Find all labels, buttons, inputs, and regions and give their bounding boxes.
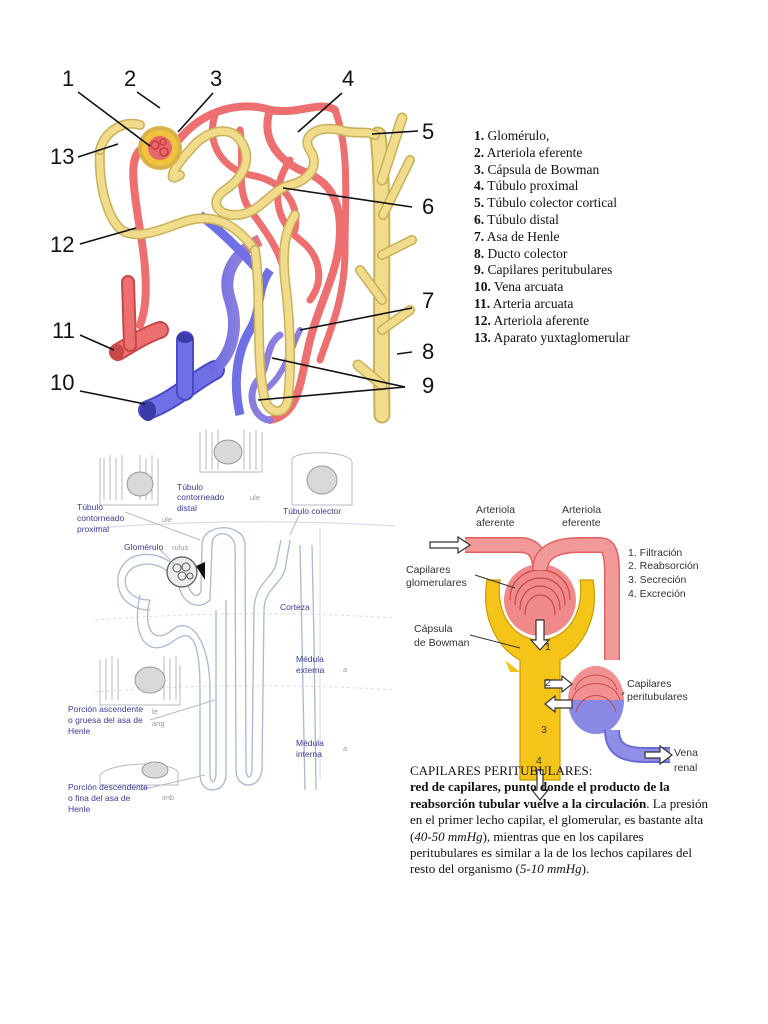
faded-label: imb	[162, 793, 174, 802]
num-11: 11	[52, 318, 75, 343]
process-arrows	[429, 535, 673, 801]
legend-item: 8. Ducto colector	[474, 245, 568, 261]
label-medula-externa: Médula	[296, 654, 324, 664]
collecting-duct	[352, 112, 417, 424]
num-12: 12	[50, 232, 74, 257]
label-capilares-peritubulares: Capilares	[627, 678, 671, 690]
label-arteriola-aferente: Arteriola	[476, 504, 515, 516]
label-tubulo-contorneado-distal: contorneado	[177, 492, 225, 502]
label-vena-renal: Vena	[674, 747, 698, 759]
cell-drawings	[99, 430, 353, 791]
num-8: 8	[422, 339, 434, 364]
tubulos	[94, 118, 380, 417]
label-porcion-descendente: o fina del asa de	[68, 793, 131, 803]
num-2: 2	[124, 66, 136, 91]
label-capsula-bowman: de Bowman	[414, 637, 470, 649]
label-tubulo-contorneado-proximal: proximal	[77, 524, 109, 534]
label-porcion-ascendente: Henle	[68, 726, 90, 736]
legend-item: 13. Aparato yuxtaglomerular	[474, 329, 630, 345]
num-1: 1	[62, 66, 74, 91]
label-tubulo-contorneado-proximal: contorneado	[77, 513, 125, 523]
legend-item: 6. Túbulo distal	[474, 211, 559, 227]
legend-item: 9. Capilares peritubulares	[474, 262, 613, 278]
label-corteza: Corteza	[280, 602, 310, 612]
legend-item: 1. Glomérulo,	[474, 128, 550, 143]
process-vessels	[465, 537, 670, 763]
num-7: 7	[422, 288, 434, 313]
faded-label: ang	[152, 719, 165, 728]
step-reabsorcion: 2. Reabsorción	[628, 560, 699, 572]
legend-item: 7. Asa de Henle	[474, 228, 560, 244]
num-9: 9	[422, 373, 434, 398]
schema-tubule	[117, 527, 317, 791]
faded-label: a	[343, 665, 348, 674]
step-number: 2	[545, 677, 551, 689]
label-arteriola-eferente: Arteriola	[562, 504, 601, 516]
label-medula-interna: interna	[296, 749, 322, 759]
label-arteriola-aferente: aferente	[476, 517, 515, 529]
capilares-peritubulares-text: CAPILARES PERITUBULARES: red de capilare…	[410, 763, 710, 878]
faded-label: le	[152, 707, 158, 716]
label-capilares-glomerulares: glomerulares	[406, 577, 467, 589]
nephron-legend: 1. Glomérulo, 2. Arteriola eferente 3. C…	[474, 128, 630, 346]
step-number: 3	[541, 724, 547, 736]
faded-label: ule	[250, 493, 260, 502]
step-excrecion: 4. Excreción	[628, 588, 686, 600]
legend-item: 12. Arteriola aferente	[474, 312, 590, 328]
num-3: 3	[210, 66, 222, 91]
step-filtracion: 1. Filtración	[628, 547, 682, 559]
label-tubulo-colector: Túbulo colector	[283, 506, 341, 516]
faded-label: a	[343, 744, 348, 753]
faded-label: ule	[162, 515, 172, 524]
nephron-diagram: 1 2 3 4 5 6 7 8 9 10 11 12 13	[50, 66, 434, 424]
label-arteriola-eferente: eferente	[562, 517, 601, 529]
label-porcion-descendente: Porción descendente	[68, 782, 148, 792]
step-number: 1	[545, 641, 551, 653]
legend-item: 5. Túbulo colector cortical	[474, 195, 617, 211]
process-leaders	[469, 574, 625, 696]
label-capilares-glomerulares: Capilares	[406, 564, 450, 576]
label-medula-interna: Médula	[296, 738, 324, 748]
label-tubulo-contorneado-proximal: Túbulo	[77, 502, 103, 512]
label-porcion-descendente: Henle	[68, 804, 90, 814]
glomerulo	[138, 126, 182, 170]
label-tubulo-contorneado-distal: distal	[177, 503, 197, 513]
label-medula-externa: externa	[296, 665, 325, 675]
process-tubule	[485, 579, 595, 781]
label-porcion-ascendente: o gruesa del asa de	[68, 715, 143, 725]
text-bold: red de capilares, punto donde el product…	[410, 779, 670, 811]
text-heading: CAPILARES PERITUBULARES:	[410, 763, 593, 778]
label-capsula-bowman: Cápsula	[414, 623, 453, 635]
num-13: 13	[50, 144, 74, 169]
leader-lines	[77, 91, 419, 405]
label-capilares-peritubulares: peritubulares	[627, 691, 688, 703]
legend-item: 3. Cápsula de Bowman	[474, 161, 600, 177]
num-6: 6	[422, 194, 434, 219]
label-porcion-ascendente: Porción ascendente	[68, 704, 143, 714]
legend-item: 11. Arteria arcuata	[474, 295, 574, 311]
num-10: 10	[50, 370, 74, 395]
text-paragraph: red de capilares, punto donde el product…	[410, 779, 709, 877]
label-tubulo-contorneado-distal: Túbulo	[177, 482, 203, 492]
num-5: 5	[422, 119, 434, 144]
faded-label: rulus	[172, 543, 189, 552]
number-labels: 1 2 3 4 5 6 7 8 9 10 11 12 13	[50, 66, 434, 398]
legend-item: 4. Túbulo proximal	[474, 178, 579, 194]
step-secrecion: 3. Secreción	[628, 574, 687, 586]
num-4: 4	[342, 66, 354, 91]
legend-item: 2. Arteriola eferente	[474, 144, 583, 160]
label-glomerulo: Glomérulo	[124, 542, 163, 552]
schema-glomerulo	[166, 556, 205, 588]
legend-item: 10. Vena arcuata	[474, 279, 564, 295]
